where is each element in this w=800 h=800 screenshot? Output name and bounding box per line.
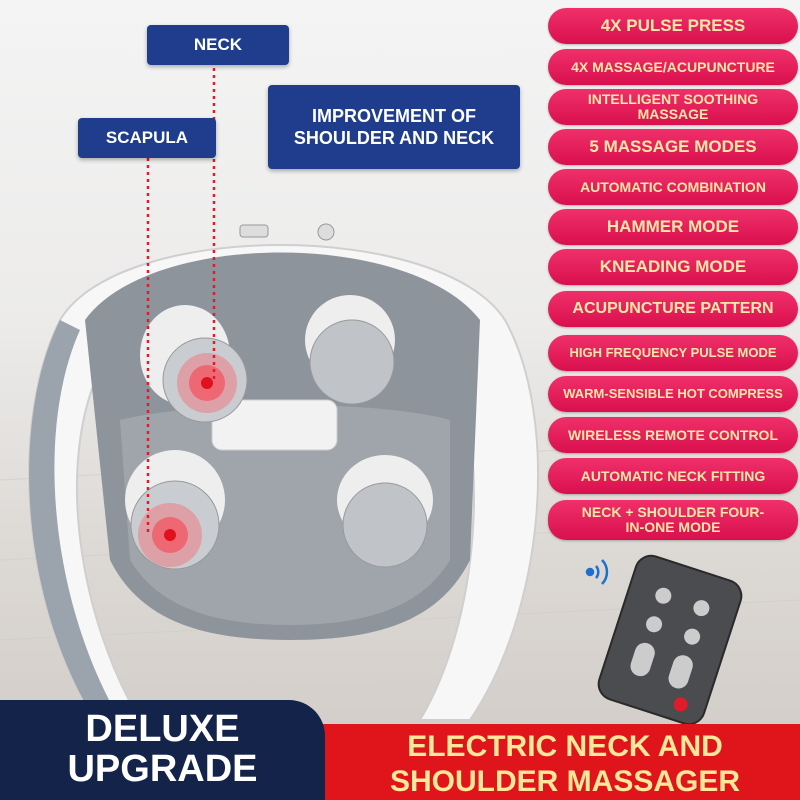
neck-callout: NECK [147, 25, 289, 65]
badge-line-2: UPGRADE [67, 748, 258, 790]
improvement-callout: IMPROVEMENT OF SHOULDER AND NECK [268, 85, 520, 169]
remote-control-icon [597, 554, 743, 726]
feature-pill: AUTOMATIC NECK FITTING [548, 458, 798, 494]
wireless-icon [585, 559, 609, 585]
title-line-1: ELECTRIC NECK AND [407, 730, 723, 763]
scapula-callout: SCAPULA [78, 118, 216, 158]
feature-pill: ACUPUNCTURE PATTERN [548, 291, 798, 327]
feature-pill: NECK + SHOULDER FOUR-IN-ONE MODE [548, 500, 798, 540]
feature-pill: 5 MASSAGE MODES [548, 129, 798, 165]
feature-pill: AUTOMATIC COMBINATION [548, 169, 798, 205]
badge-line-1: DELUXE [85, 708, 240, 751]
feature-pill: WIRELESS REMOTE CONTROL [548, 417, 798, 453]
feature-pill: HAMMER MODE [548, 209, 798, 245]
massager-body [28, 223, 539, 721]
product-title: ELECTRIC NECK AND SHOULDER MASSAGER [330, 730, 800, 799]
feature-pill: INTELLIGENT SOOTHING MASSAGE [548, 89, 798, 125]
feature-pill: 4X PULSE PRESS [548, 8, 798, 44]
deluxe-upgrade-badge: DELUXE UPGRADE [0, 700, 325, 800]
feature-pill: HIGH FREQUENCY PULSE MODE [548, 335, 798, 371]
feature-pill: WARM-SENSIBLE HOT COMPRESS [548, 376, 798, 412]
scapula-target-icon [138, 503, 202, 567]
feature-pill: 4X MASSAGE/ACUPUNCTURE [548, 49, 798, 85]
massage-heads [125, 295, 433, 570]
neck-target-icon [177, 353, 237, 413]
title-line-2: SHOULDER MASSAGER [389, 764, 741, 798]
feature-pill: KNEADING MODE [548, 249, 798, 285]
